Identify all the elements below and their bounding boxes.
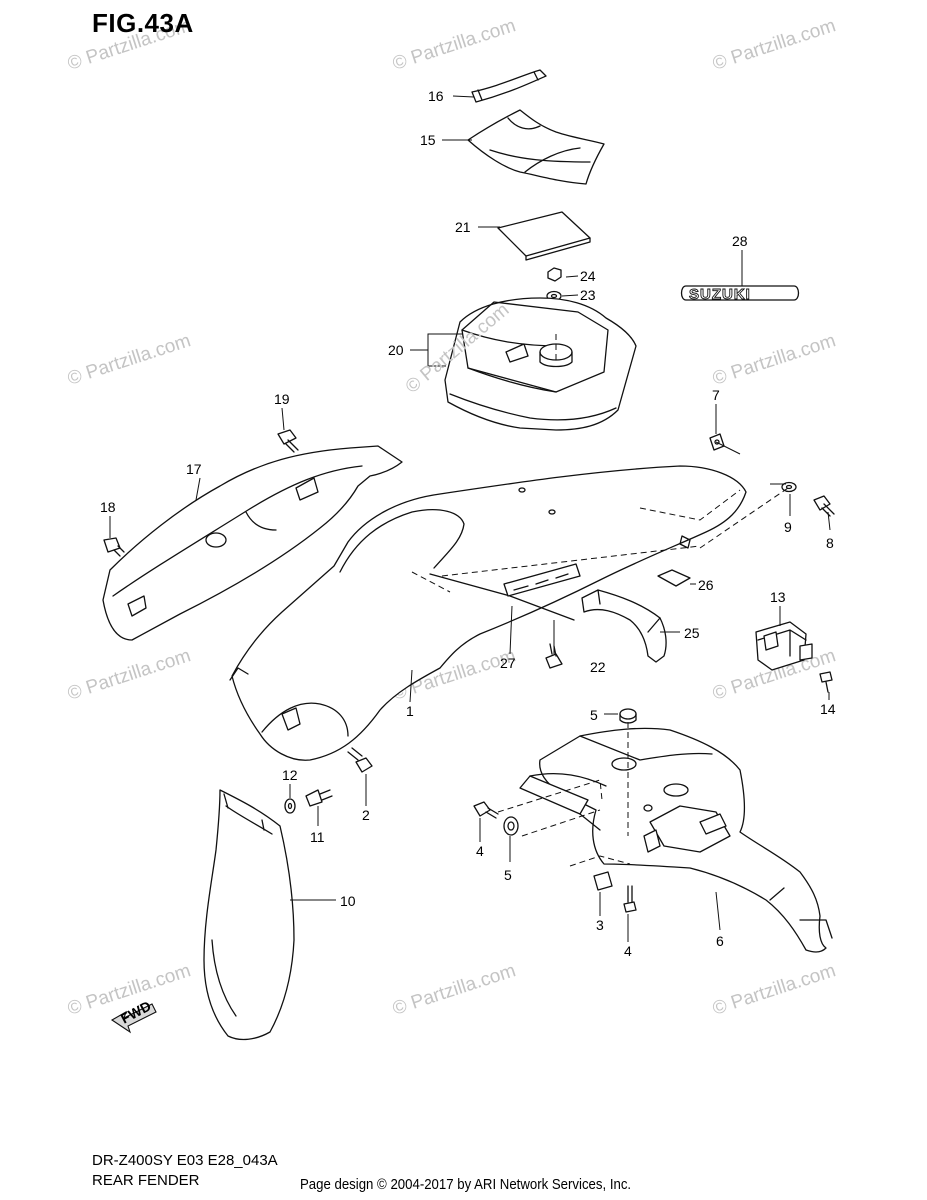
callout-24[interactable]: 24 [580, 268, 596, 284]
part-19-bolt[interactable] [277, 429, 299, 453]
callout-13[interactable]: 13 [770, 589, 786, 605]
callout-6[interactable]: 6 [716, 933, 724, 949]
part-1-rear-fender[interactable] [229, 465, 747, 761]
callout-25[interactable]: 25 [684, 625, 700, 641]
page-credit: Page design © 2004-2017 by ARI Network S… [300, 1176, 632, 1193]
callout-26[interactable]: 26 [698, 577, 714, 593]
part-3-clip[interactable] [593, 871, 613, 891]
part-5-collar-lower[interactable] [503, 816, 519, 836]
callout-5-lower[interactable]: 5 [504, 867, 512, 883]
section-name: REAR FENDER [92, 1172, 200, 1189]
part-18-bolt[interactable] [103, 537, 125, 557]
part-20-tool-tray[interactable] [444, 297, 637, 431]
callout-12[interactable]: 12 [282, 767, 298, 783]
callout-8[interactable]: 8 [826, 535, 834, 551]
part-16-strap[interactable] [471, 69, 547, 103]
callout-21[interactable]: 21 [455, 219, 471, 235]
callout-22[interactable]: 22 [590, 659, 606, 675]
callout-1[interactable]: 1 [406, 703, 414, 719]
part-26-pad[interactable] [657, 569, 691, 587]
callout-27[interactable]: 27 [500, 655, 516, 671]
callout-5-upper[interactable]: 5 [590, 707, 598, 723]
part-10-mud-flap[interactable] [203, 789, 295, 1041]
watermark-text: © Partzilla.com [390, 15, 518, 75]
part-14-screw[interactable] [819, 671, 833, 693]
callout-17[interactable]: 17 [186, 461, 202, 477]
watermark-text: © Partzilla.com [65, 645, 193, 705]
callout-9[interactable]: 9 [784, 519, 792, 535]
part-17-side-cover[interactable] [102, 445, 403, 641]
callout-2[interactable]: 2 [362, 807, 370, 823]
watermark-text: © Partzilla.com [390, 960, 518, 1020]
part-2-bolt[interactable] [347, 747, 373, 773]
part-8-bolt[interactable] [813, 495, 835, 517]
watermark-text: © Partzilla.com [65, 330, 193, 390]
callout-18[interactable]: 18 [100, 499, 116, 515]
callout-19[interactable]: 19 [274, 391, 290, 407]
part-4-bolt-upper[interactable] [473, 801, 499, 819]
callout-7[interactable]: 7 [712, 387, 720, 403]
part-21-pad[interactable] [497, 211, 591, 261]
part-15-tool-bag[interactable] [467, 109, 605, 185]
part-13-relay[interactable] [755, 621, 813, 671]
watermark-text: © Partzilla.com [710, 15, 838, 75]
part-28-suzuki-emblem[interactable]: SUZUKI [680, 285, 800, 303]
callout-3[interactable]: 3 [596, 917, 604, 933]
part-5-collar-upper[interactable] [619, 708, 637, 724]
suzuki-emblem-text: SUZUKI [689, 286, 751, 303]
callout-4-upper[interactable]: 4 [476, 843, 484, 859]
callout-11[interactable]: 11 [310, 829, 325, 845]
figure-title: FIG.43A [92, 8, 194, 38]
callout-16[interactable]: 16 [428, 88, 444, 104]
callout-10[interactable]: 10 [340, 893, 356, 909]
watermark-text: © Partzilla.com [710, 330, 838, 390]
part-6-tail-bracket[interactable] [519, 727, 833, 953]
callout-20[interactable]: 20 [388, 342, 404, 358]
callout-15[interactable]: 15 [420, 132, 436, 148]
part-12-washer[interactable] [284, 798, 296, 814]
part-24-nut[interactable] [547, 267, 562, 282]
leader-lines [109, 95, 831, 942]
model-code: DR-Z400SY E03 E28_043A [92, 1152, 278, 1169]
assembly-lines [411, 334, 789, 867]
part-25-grip[interactable] [581, 589, 667, 663]
part-4-bolt-lower[interactable] [623, 885, 637, 913]
callout-labels: 16 15 21 28 24 23 20 19 7 17 18 9 8 26 1… [100, 88, 836, 959]
callout-23[interactable]: 23 [580, 287, 596, 303]
callout-14[interactable]: 14 [820, 701, 836, 717]
part-11-bolt[interactable] [305, 789, 333, 807]
callout-28[interactable]: 28 [732, 233, 748, 249]
watermark-text: © Partzilla.com [710, 960, 838, 1020]
callout-4-lower[interactable]: 4 [624, 943, 632, 959]
